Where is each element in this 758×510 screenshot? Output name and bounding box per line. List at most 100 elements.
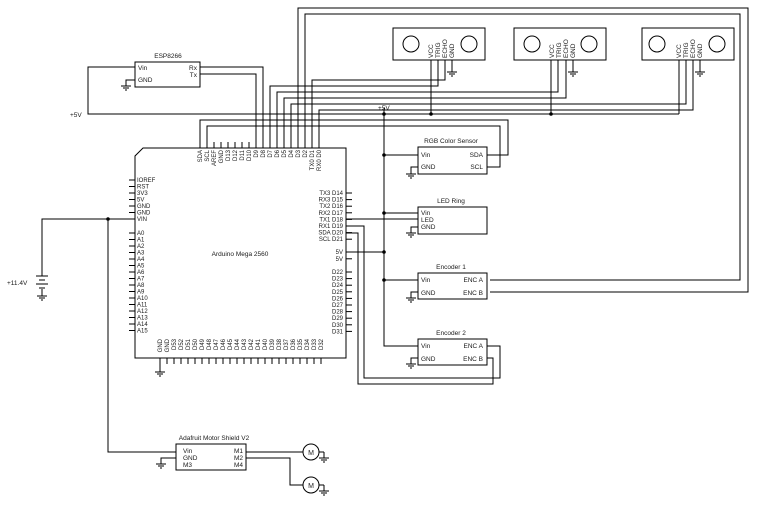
- arduino-bottom-pin-label: D49: [200, 338, 206, 350]
- motor-shield: Adafruit Motor Shield V2 Vin GND M3 M1 M…: [156, 435, 250, 471]
- encoder-1: Encoder 1 Vin GND ENC A ENC B: [406, 264, 488, 303]
- arduino-top-pin-label: D13: [226, 149, 232, 161]
- vcc-label: +5V: [70, 112, 82, 119]
- svg-text:M2: M2: [234, 455, 243, 462]
- arduino-top-pin-label: RX0 D0: [317, 149, 323, 171]
- svg-text:LED: LED: [421, 217, 434, 224]
- esp8266-pin-rx: Rx: [189, 65, 198, 72]
- arduino-right-pin-label: RX3 D15: [319, 198, 344, 204]
- arduino-top-pin-label: D5: [282, 149, 288, 157]
- arduino-right-pin-label: TX3 D14: [319, 191, 343, 197]
- ultrasonic-sensor-2: VCC TRIG ECHO GND: [513, 27, 607, 77]
- motor-shield-title: Adafruit Motor Shield V2: [179, 435, 250, 442]
- arduino-right-pin-label: D28: [332, 310, 344, 316]
- arduino-left-pin-label: IOREF: [137, 178, 156, 184]
- ground-symbol: [406, 232, 416, 238]
- svg-text:ENC B: ENC B: [463, 356, 483, 363]
- arduino-left-pin-label: A12: [137, 309, 148, 315]
- ground-symbol: [319, 452, 329, 463]
- rgb-sensor-title: RGB Color Sensor: [424, 138, 479, 145]
- arduino-right-pin-label: D31: [332, 329, 344, 335]
- arduino-bottom-pin-label: D52: [179, 338, 185, 350]
- arduino-bottom-pin-label: D50: [193, 338, 199, 350]
- svg-text:Vin: Vin: [421, 152, 431, 159]
- svg-text:M1: M1: [234, 448, 243, 455]
- arduino-right-pin-label: D24: [332, 283, 344, 289]
- arduino-bottom-pin-label: D53: [172, 338, 178, 350]
- arduino-bottom-pin-label: D45: [228, 338, 234, 350]
- arduino-right-pin-label: D29: [332, 316, 344, 322]
- arduino-right-pin-label: D30: [332, 323, 344, 329]
- svg-text:VCC: VCC: [428, 44, 435, 58]
- arduino-left-pin-label: A9: [137, 290, 145, 296]
- arduino-top-pin-label: D10: [247, 149, 253, 161]
- arduino-left-pin-label: A0: [137, 231, 145, 237]
- arduino-left-pin-label: A6: [137, 270, 145, 276]
- esp8266-pin-vin: Vin: [138, 65, 148, 72]
- arduino-left-pin-label: A14: [137, 322, 148, 328]
- ground-symbol: [37, 295, 47, 301]
- svg-text:M4: M4: [234, 462, 243, 469]
- arduino-left-pin-label: A3: [137, 251, 145, 257]
- svg-text:TRIG: TRIG: [556, 42, 563, 58]
- arduino-bottom-pin-label: D48: [207, 338, 213, 350]
- arduino-left-pin-label: GND: [137, 211, 151, 217]
- esp8266-title: ESP8266: [154, 53, 182, 60]
- svg-text:GND: GND: [449, 43, 456, 58]
- ground-symbol: [406, 363, 416, 369]
- arduino-left-pin-label: A13: [137, 316, 148, 322]
- svg-text:SDA: SDA: [470, 152, 484, 159]
- arduino-left-pin-label: A7: [137, 277, 145, 283]
- arduino-bottom-pin-label: D33: [312, 338, 318, 350]
- arduino-top-pin-label: TX0 D1: [310, 149, 316, 170]
- esp8266-pin-gnd: GND: [138, 77, 153, 84]
- arduino-left-pin-label: 3V3: [137, 191, 148, 197]
- svg-text:M: M: [308, 483, 314, 490]
- arduino-right-pin-label: 5V: [336, 250, 343, 256]
- arduino-bottom-pin-label: D35: [298, 338, 304, 350]
- battery-voltage-label: +11.4V: [7, 280, 28, 287]
- wires: [41, 7, 749, 486]
- arduino-right-pin-label: D27: [332, 303, 344, 309]
- ground-symbol: [121, 85, 131, 91]
- arduino-top-pin-label: SDA: [198, 150, 204, 162]
- arduino-left-pin-label: A8: [137, 283, 145, 289]
- ground-symbol: [319, 485, 329, 496]
- arduino-left-pin-label: VIN: [137, 217, 147, 223]
- svg-text:GND: GND: [421, 224, 436, 231]
- arduino-top-pin-label: D7: [268, 149, 274, 157]
- arduino-top-pin-label: GND: [219, 149, 225, 163]
- ground-symbol: [406, 297, 416, 303]
- encoder-2-title: Encoder 2: [436, 330, 466, 337]
- arduino-right-pin-label: SDA D20: [318, 231, 343, 237]
- arduino-bottom-pin-label: D44: [235, 338, 241, 350]
- vcc-label-bus: +5V: [378, 105, 390, 112]
- arduino-bottom-pin-label: D43: [242, 338, 248, 350]
- arduino-bottom-pin-label: D41: [256, 338, 262, 350]
- arduino-left-pin-label: A1: [137, 238, 145, 244]
- svg-text:GND: GND: [697, 43, 704, 58]
- arduino-right-pin-label: D22: [332, 270, 344, 276]
- svg-text:M: M: [308, 450, 314, 457]
- arduino-top-pin-label: D3: [296, 149, 302, 157]
- svg-text:GND: GND: [421, 356, 436, 363]
- svg-text:VCC: VCC: [676, 44, 683, 58]
- arduino-right-pin-label: SCL D21: [319, 237, 344, 243]
- svg-text:M3: M3: [183, 462, 192, 469]
- led-ring-title: LED Ring: [437, 198, 465, 205]
- esp8266-pin-tx: Tx: [190, 72, 198, 79]
- arduino-top-pin-label: D9: [254, 149, 260, 157]
- arduino-left-pin-label: A11: [137, 303, 148, 309]
- svg-text:TRIG: TRIG: [683, 42, 690, 58]
- svg-text:SCL: SCL: [470, 164, 483, 171]
- arduino-top-pin-label: D11: [240, 149, 246, 160]
- arduino-bottom-pin-label: D39: [270, 338, 276, 350]
- motor-1: M: [302, 443, 329, 463]
- ultrasonic-sensor-1: VCC TRIG ECHO GND: [392, 27, 486, 77]
- arduino-top-pin-label: D12: [233, 149, 239, 161]
- arduino-bottom-pin-label: D40: [263, 338, 269, 350]
